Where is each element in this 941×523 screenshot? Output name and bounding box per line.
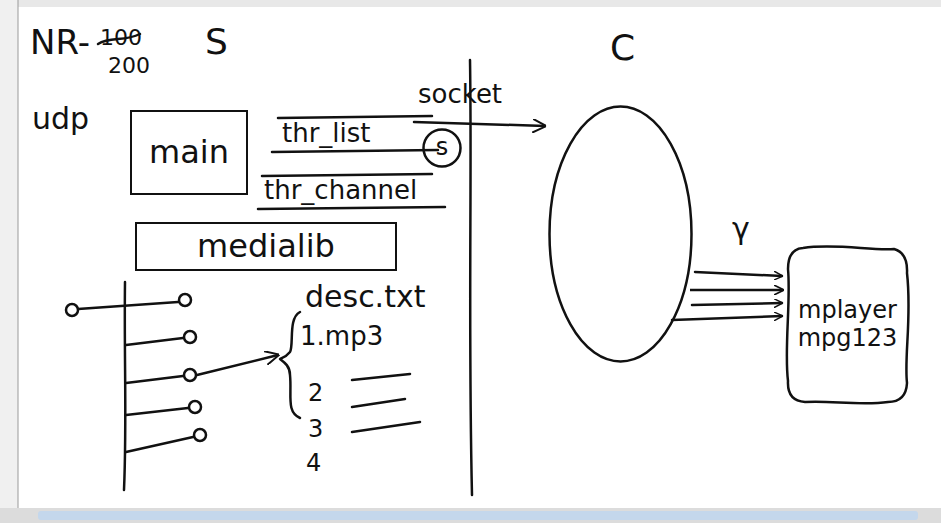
tree-trunk [124, 282, 125, 490]
number: 200 [108, 54, 150, 78]
entry-line [352, 399, 405, 407]
file-index: 4 [306, 450, 321, 476]
tree-branch [126, 376, 183, 383]
side-label: S [205, 22, 228, 62]
scrollbar [0, 508, 941, 523]
side-heading: C [548, 27, 697, 68]
ellipse-outline [548, 105, 693, 363]
stream-arrow [695, 272, 782, 276]
entry-line [352, 374, 410, 380]
client-ellipse: C [548, 105, 693, 363]
brace [280, 312, 300, 418]
connector-arrow [690, 289, 783, 292]
top-ruler [0, 0, 941, 7]
left-ruler [0, 0, 18, 523]
thread-label: thr_channel [264, 176, 417, 205]
box-line [278, 116, 432, 118]
node-text: mplayer [796, 297, 899, 325]
tree-root [66, 304, 78, 316]
stream-label: γ [732, 212, 750, 245]
tree-leaf [194, 429, 206, 441]
file-index: 2 [308, 380, 323, 406]
circle-shape [424, 130, 461, 167]
crossed-number: 100 [100, 26, 142, 50]
file-index: 3 [308, 416, 323, 442]
library-box: medialib [135, 222, 397, 271]
tree-branch [126, 437, 193, 452]
player-box: mplayermpg123 [785, 245, 910, 405]
process-box: main [130, 110, 248, 195]
node-text: s [434, 134, 451, 162]
tree-branch [78, 302, 178, 309]
divider-line [470, 60, 472, 495]
ruler-edge [18, 0, 19, 523]
tree-leaf [184, 369, 196, 381]
socket-arrow [414, 122, 545, 126]
box-line [272, 150, 438, 152]
file-name: desc.txt [305, 280, 425, 313]
protocol-label: udp [32, 102, 89, 135]
socket-circle: s [422, 128, 462, 168]
ellipse-shape [550, 107, 692, 362]
tree-leaf [179, 294, 191, 306]
tree-branch [126, 408, 188, 415]
pointer-arrow [197, 355, 278, 375]
tree-leaf [189, 401, 201, 413]
title-text: NR- [30, 24, 90, 61]
node-text: medialib [195, 228, 337, 265]
node-text: mpg123 [796, 325, 900, 353]
thread-label: thr_list [282, 119, 371, 148]
file-name: 1.mp3 [300, 322, 383, 351]
entry-line [352, 422, 420, 432]
tree-leaf [184, 331, 196, 343]
stream-arrow [692, 303, 782, 305]
tree-branch [126, 338, 183, 345]
stream-arrow [672, 316, 782, 320]
scrollbar-thumb [38, 511, 918, 520]
blob-shape [787, 246, 909, 403]
box-line [258, 207, 445, 209]
node-text: main [147, 134, 231, 171]
socket-label: socket [418, 80, 502, 109]
